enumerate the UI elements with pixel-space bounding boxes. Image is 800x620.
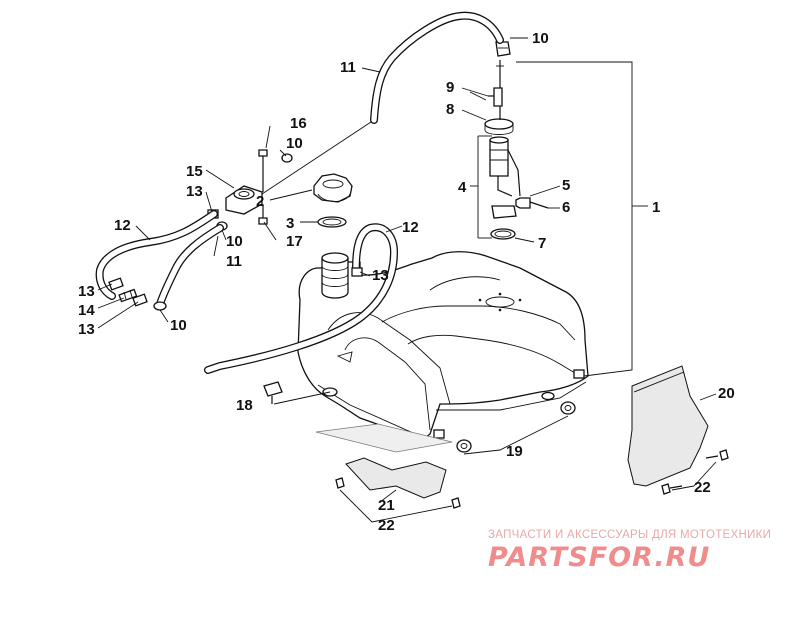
valve-bolt-17 bbox=[258, 206, 268, 225]
callout-15: 15 bbox=[186, 163, 203, 180]
shield-plate-front bbox=[315, 423, 453, 453]
callout-13-valve: 13 bbox=[186, 183, 203, 200]
screw-22-center bbox=[451, 497, 461, 509]
watermark-logo: PARTSFOR.RU bbox=[488, 542, 710, 573]
callout-7: 7 bbox=[538, 235, 546, 252]
filler-cap bbox=[313, 173, 353, 203]
heat-shield-lower bbox=[345, 457, 447, 499]
screw-22-right-bottom bbox=[661, 483, 683, 495]
callout-5: 5 bbox=[562, 177, 570, 194]
fitting-13-left-top bbox=[108, 277, 124, 291]
callout-11-mid: 11 bbox=[226, 253, 242, 270]
callout-1: 1 bbox=[652, 199, 660, 216]
screw-22-left bbox=[335, 477, 345, 489]
callout-8: 8 bbox=[446, 101, 454, 118]
callout-2: 2 bbox=[256, 193, 264, 210]
grommet-18 bbox=[263, 381, 283, 404]
callout-9: 9 bbox=[446, 79, 454, 96]
heat-shield-rear bbox=[627, 365, 709, 487]
fuel-pump-assembly bbox=[469, 60, 549, 240]
fuel-tank bbox=[297, 251, 589, 441]
watermark-tagline: ЗАПЧАСТИ И АКСЕССУАРЫ ДЛЯ МОТОТЕХНИКИ bbox=[488, 529, 771, 541]
callout-12-left: 12 bbox=[114, 217, 131, 234]
callout-18: 18 bbox=[236, 397, 253, 414]
callout-22-bottom: 22 bbox=[378, 517, 395, 534]
watermark: ЗАПЧАСТИ И АКСЕССУАРЫ ДЛЯ МОТОТЕХНИКИ PA… bbox=[488, 529, 771, 573]
callout-10-valve: 10 bbox=[286, 135, 303, 152]
screw-22-right-top bbox=[705, 449, 729, 461]
vent-hose-12-left bbox=[95, 210, 218, 300]
callout-12-right: 12 bbox=[402, 219, 419, 236]
leader-line bbox=[273, 391, 331, 405]
clamp-10-lower bbox=[153, 301, 167, 311]
callout-17: 17 bbox=[286, 233, 303, 250]
callout-6: 6 bbox=[562, 199, 570, 216]
callout-10-mid: 10 bbox=[226, 233, 243, 250]
valve-screw-16 bbox=[258, 149, 268, 192]
callout-19: 19 bbox=[506, 443, 523, 460]
callout-13-left-top: 13 bbox=[78, 283, 95, 300]
clamp-10-upper bbox=[281, 153, 293, 163]
vent-hose-11-lower bbox=[156, 224, 224, 308]
callout-3: 3 bbox=[286, 215, 294, 232]
callout-10-lower: 10 bbox=[170, 317, 187, 334]
callout-13-right: 13 bbox=[372, 267, 389, 284]
callout-14: 14 bbox=[78, 302, 95, 319]
callout-13-left-bottom: 13 bbox=[78, 321, 95, 338]
leader-line bbox=[261, 119, 375, 195]
callout-labels: 1 2 3 4 5 6 7 8 9 10 10 10 10 11 11 12 1… bbox=[78, 30, 735, 534]
callout-21: 21 bbox=[378, 497, 395, 514]
callout-22-right: 22 bbox=[694, 479, 711, 496]
callout-11-top: 11 bbox=[340, 59, 356, 76]
pump-nut-10 bbox=[495, 41, 511, 57]
callout-10-top: 10 bbox=[532, 30, 549, 47]
callout-20: 20 bbox=[718, 385, 735, 402]
vent-hose-11 bbox=[370, 11, 504, 124]
leader-lines bbox=[97, 37, 717, 523]
callout-16: 16 bbox=[290, 115, 307, 132]
rollover-valve bbox=[225, 185, 263, 215]
vent-hose-12-right bbox=[204, 223, 399, 374]
grommet-19-left bbox=[456, 439, 472, 453]
fitting-13-right bbox=[351, 267, 363, 277]
callout-4: 4 bbox=[458, 179, 467, 196]
cap-gasket bbox=[317, 216, 347, 228]
grommet-19-right bbox=[560, 401, 576, 415]
